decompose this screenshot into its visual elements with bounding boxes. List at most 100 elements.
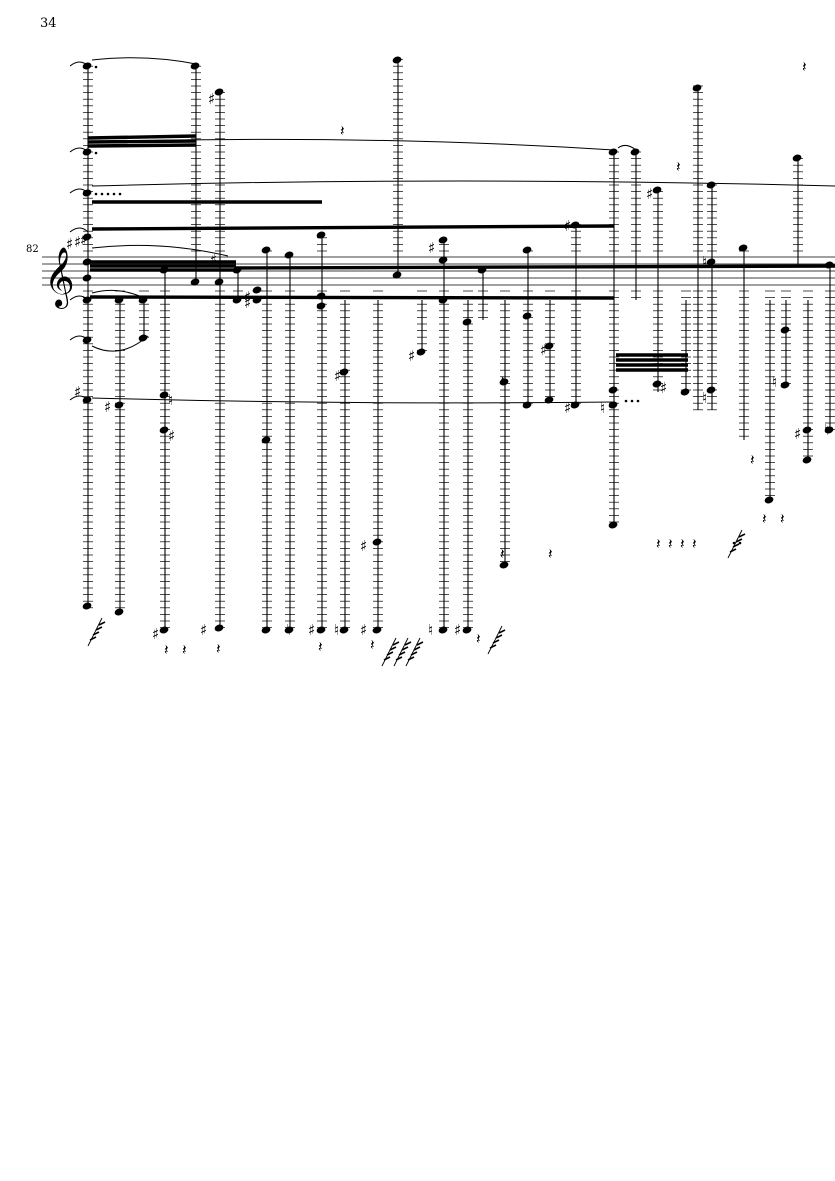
quarter-rest-icon: 𝄽	[548, 545, 553, 563]
tremolo-stem	[487, 625, 503, 655]
sharp-icon: ♯	[244, 288, 251, 306]
sharp-icon: ♯	[244, 294, 251, 312]
note-head	[261, 436, 271, 444]
note-head	[544, 342, 554, 350]
sharp-icon: ♯	[74, 383, 81, 401]
note-head	[802, 456, 812, 464]
quarter-rest-icon: 𝄽	[692, 535, 697, 553]
natural-icon: ♮	[334, 621, 339, 639]
note-head	[114, 401, 124, 409]
sharp-icon: ♯	[408, 347, 415, 365]
note-head	[608, 148, 618, 156]
tie	[69, 335, 89, 341]
note-head	[392, 56, 402, 64]
note-head	[764, 496, 774, 504]
note-head	[82, 148, 92, 156]
augmentation-dot	[636, 399, 640, 403]
note-head	[608, 401, 618, 409]
note-head	[82, 336, 92, 344]
natural-icon: ♮	[824, 421, 829, 439]
note-head	[392, 271, 402, 279]
beam	[91, 224, 615, 231]
tremolo-stem	[87, 617, 103, 647]
note-head	[780, 326, 790, 334]
tremolo-mark	[416, 641, 424, 646]
tie	[69, 188, 89, 194]
note-head	[692, 84, 702, 92]
tie	[91, 397, 615, 404]
tremolo-mark	[735, 538, 743, 543]
sharp-icon: ♯	[360, 621, 367, 639]
natural-icon: ♮	[702, 389, 707, 407]
note-head	[159, 391, 169, 399]
quarter-rest-icon: 𝄽	[164, 641, 169, 659]
beam	[87, 134, 197, 140]
sharp-icon: ♯	[646, 185, 653, 203]
note-head	[82, 396, 92, 404]
rests: 𝄽𝄽𝄽𝄽𝄽𝄽𝄽𝄽𝄽𝄽𝄽𝄽𝄽𝄽𝄽𝄽𝄽𝄽𝄽	[87, 58, 807, 667]
sharp-icon: ♯	[308, 621, 315, 639]
tremolo-mark	[392, 641, 400, 646]
augmentation-dot	[94, 151, 98, 155]
augmentation-dot	[738, 541, 742, 545]
note-head	[261, 626, 271, 634]
tremolo-mark	[95, 626, 103, 631]
note-head	[652, 380, 662, 388]
note-head	[499, 378, 509, 386]
page-number: 34	[40, 16, 57, 31]
natural-icon: ♮	[600, 399, 605, 417]
quarter-rest-icon: 𝄽	[656, 535, 661, 553]
note-head	[462, 318, 472, 326]
sharp-icon: ♯	[80, 231, 87, 249]
note-head	[416, 348, 426, 356]
sharp-icon: ♯	[74, 233, 81, 251]
note-head	[284, 626, 294, 634]
note-head	[316, 626, 326, 634]
beam	[87, 143, 197, 148]
sharp-icon: ♯	[564, 399, 571, 417]
quarter-rest-icon: 𝄽	[762, 510, 767, 528]
tremolo-mark	[98, 621, 106, 626]
augmentation-dot	[94, 192, 98, 196]
note-head	[522, 401, 532, 409]
beam	[235, 264, 835, 270]
quarter-rest-icon: 𝄽	[340, 122, 345, 140]
note-head	[214, 624, 224, 632]
note-head	[706, 258, 716, 266]
note-head	[284, 251, 294, 259]
tie	[69, 395, 89, 401]
quarter-rest-icon: 𝄽	[780, 510, 785, 528]
sharp-icon: ♯	[210, 251, 217, 269]
note-head	[438, 236, 448, 244]
note-head	[82, 296, 92, 304]
augmentation-dot	[118, 192, 122, 196]
note-head	[252, 286, 262, 294]
note-head	[824, 426, 834, 434]
quarter-rest-icon: 𝄽	[216, 640, 221, 658]
tremolo-mark	[404, 641, 412, 646]
tremolo-stem	[727, 529, 743, 559]
note-head	[261, 246, 271, 254]
sharp-icon: ♯	[200, 621, 207, 639]
tie	[69, 227, 89, 233]
accidentals: ♯♯♯♯♯♯♯♯♯♯♯♮♯♮♯♯♮♯♯♯♯♮♯♯♯♯♮♯♯♮♮♮♯♮	[66, 90, 829, 643]
tremolo-mark	[498, 629, 506, 634]
note-head	[82, 602, 92, 610]
note-head	[706, 181, 716, 189]
quarter-rest-icon: 𝄽	[370, 636, 375, 654]
note-head	[82, 274, 92, 282]
note-head	[190, 278, 200, 286]
quarter-rest-icon: 𝄽	[802, 58, 807, 76]
tie	[69, 147, 89, 153]
tremolo-mark	[495, 634, 503, 639]
note-head	[82, 189, 92, 197]
tremolo-stem	[381, 637, 397, 667]
note-head	[114, 608, 124, 616]
sharp-icon: ♯	[428, 239, 435, 257]
natural-icon: ♮	[702, 253, 707, 271]
sharp-icon: ♯	[360, 537, 367, 555]
tremolo-stem	[405, 637, 421, 667]
note-head	[462, 626, 472, 634]
note-head	[522, 246, 532, 254]
note-head	[316, 302, 326, 310]
